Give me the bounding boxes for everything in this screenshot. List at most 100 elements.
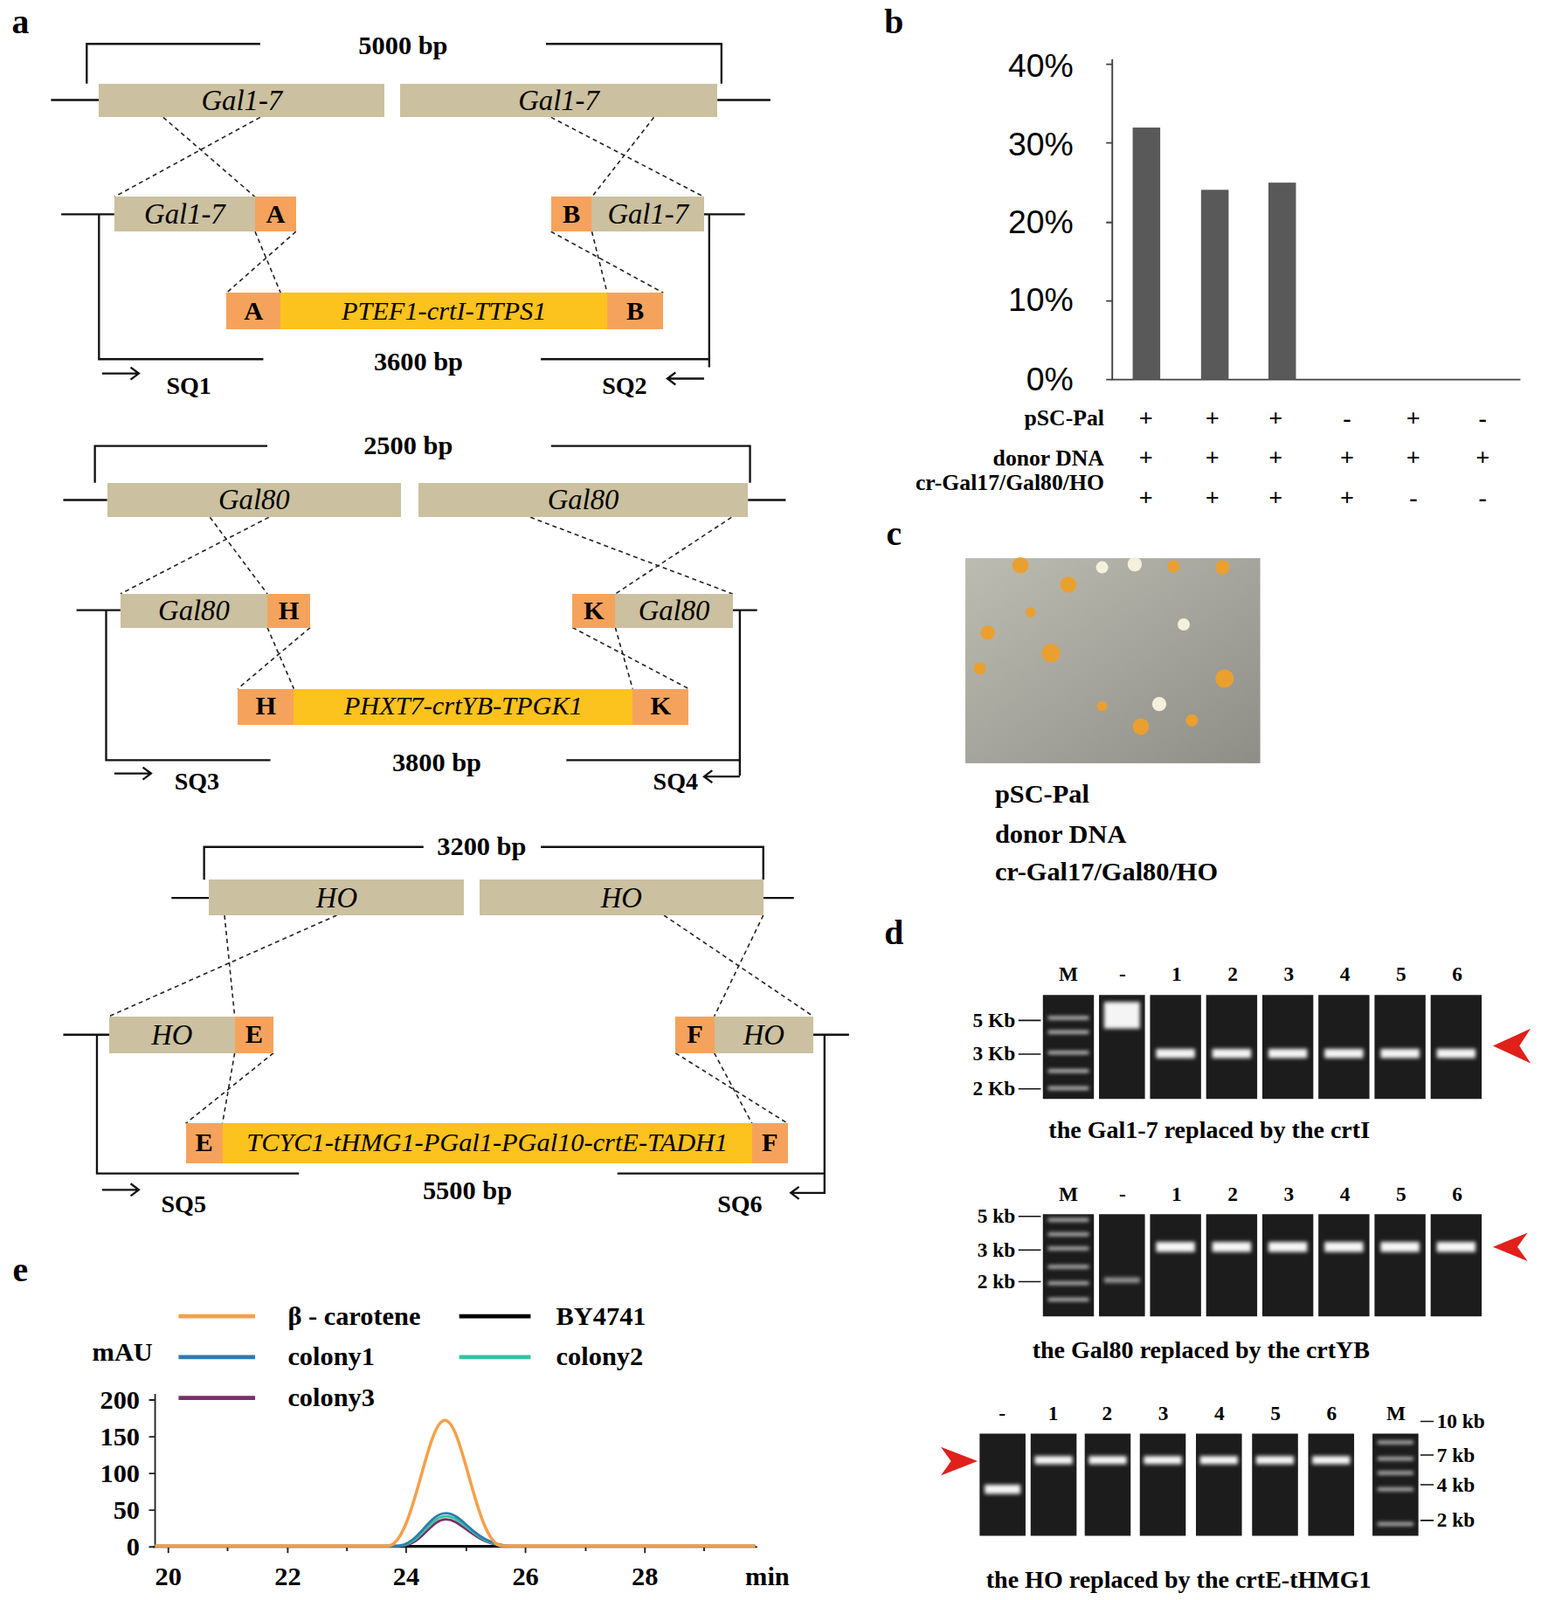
primer-arrow [114, 767, 152, 781]
bar [1133, 127, 1161, 381]
legend-sample-line [178, 1355, 256, 1361]
annotation-label: 2500 bp [363, 430, 453, 462]
gel-bands [1155, 1242, 1476, 1253]
box-label: HO [316, 882, 358, 914]
box-label: K [650, 691, 672, 721]
box-label: H [278, 596, 300, 626]
red-arrow [940, 1447, 978, 1477]
primer-arrow [102, 1183, 139, 1196]
annotation-label: 3600 bp [373, 346, 464, 378]
box-label: Gal80 [158, 594, 230, 627]
expression-cassette-box: PTEF1-crtI-TTPS1 [280, 292, 608, 330]
panel-letter: d [884, 913, 904, 954]
box-label: Gal80 [638, 594, 711, 627]
crossover-line [591, 117, 654, 197]
gene-locus-box: Gal1-7 [98, 83, 385, 118]
box-label: HO [601, 882, 643, 914]
legend-sample-line [178, 1395, 256, 1401]
box-label: B [626, 297, 644, 326]
size-leader [1018, 1020, 1042, 1089]
annotation-label: 5 kb [977, 1204, 1016, 1229]
crossover-line [530, 517, 733, 595]
axis-tick-label: 0% [1026, 360, 1074, 399]
annotation-label: 6 [1451, 962, 1463, 987]
annotation-label: 7 kb [1437, 1444, 1476, 1468]
gene-locus-box: Gal1-7 [400, 83, 718, 118]
legend-sample-line [178, 1314, 256, 1320]
gene-locus-box: Gal80 [120, 594, 268, 629]
annotation-label: 5 Kb [973, 1008, 1016, 1033]
annotation-label: 1 [1171, 1182, 1182, 1207]
annotation-label: M [1058, 1182, 1079, 1207]
orange-colony [1133, 718, 1150, 736]
crossover-line [714, 1053, 753, 1125]
annotation-label: 2 kb [1437, 1508, 1476, 1533]
legend-label: colony3 [287, 1382, 375, 1414]
annotation-label: 26 [511, 1561, 539, 1593]
annotation-label: 50 [113, 1495, 140, 1527]
annotation-label: 3800 bp [392, 747, 482, 779]
annotation-label: 6 [1451, 1182, 1463, 1207]
annotation-label: 1 [1171, 962, 1182, 987]
gene-locus-box: Gal1-7 [114, 196, 256, 232]
annotation-label: - [1478, 483, 1487, 512]
annotation-label: SQ2 [601, 372, 647, 401]
annotation-label: SQ6 [717, 1190, 762, 1219]
crossover-line [109, 915, 337, 1017]
annotation-label: 5 [1395, 962, 1407, 987]
box-label: Gal1-7 [518, 84, 600, 117]
annotation-label: the Gal80 replaced by the crtYB [1032, 1336, 1370, 1365]
annotation-label: the Gal1-7 replaced by the crtI [1048, 1116, 1370, 1145]
annotation-label: 4 [1214, 1402, 1225, 1426]
box-label: E [194, 1128, 213, 1158]
gene-locus-box: HO [208, 879, 464, 916]
annotation-label: SQ1 [165, 372, 211, 401]
annotation-label: + [1139, 443, 1154, 472]
annotation-label: donor DNA [993, 445, 1105, 472]
homology-arm-box: A [255, 196, 297, 232]
box-label: A [243, 297, 263, 326]
annotation-label: SQ5 [161, 1190, 207, 1219]
crossover-line [675, 1053, 788, 1125]
orange-colony [1097, 701, 1108, 712]
annotation-label: - [1119, 962, 1127, 987]
legend-label: BY4741 [556, 1301, 647, 1333]
annotation-label: 150 [99, 1422, 140, 1453]
annotation-label: 3200 bp [436, 831, 526, 863]
homology-arm-box: F [675, 1016, 714, 1054]
white-colony [1177, 618, 1190, 631]
annotation-label: - [1409, 483, 1417, 512]
red-arrow [1492, 1029, 1531, 1065]
annotation-label: - [1478, 404, 1487, 433]
box-label: F [761, 1128, 779, 1158]
amplicon-bracket [96, 1035, 825, 1195]
gene-locus-box: Gal80 [615, 594, 733, 629]
annotation-label: 6 [1326, 1402, 1338, 1426]
red-arrow [1492, 1232, 1528, 1262]
annotation-label: mAU [92, 1337, 153, 1369]
connector-group [109, 117, 814, 1124]
annotation-label: + [1475, 443, 1490, 472]
annotation-label: + [1139, 483, 1154, 512]
expression-cassette-box: PHXT7-crtYB-TPGK1 [293, 689, 633, 726]
annotation-label: 20 [155, 1561, 182, 1593]
box-label: Gal80 [547, 483, 620, 516]
annotation-label: + [1205, 443, 1220, 472]
gel-bands [1048, 1218, 1090, 1302]
annotation-label: SQ3 [174, 767, 220, 796]
chart-axis [1112, 59, 1521, 381]
orange-colony [973, 662, 986, 675]
annotation-label: 4 kb [1437, 1473, 1476, 1498]
amplicon-bracket [98, 214, 710, 367]
annotation-label: 5 [1395, 1182, 1407, 1207]
crossover-line [551, 231, 664, 293]
annotation-label: cr-Gal17/Gal80/HO [995, 856, 1218, 888]
homology-arm-box: B [607, 292, 664, 330]
annotation-label: + [1340, 483, 1355, 512]
annotation-label: M [1386, 1402, 1406, 1426]
annotation-label: donor DNA [995, 819, 1127, 851]
orange-colony [1042, 643, 1061, 663]
box-label: A [265, 200, 285, 229]
